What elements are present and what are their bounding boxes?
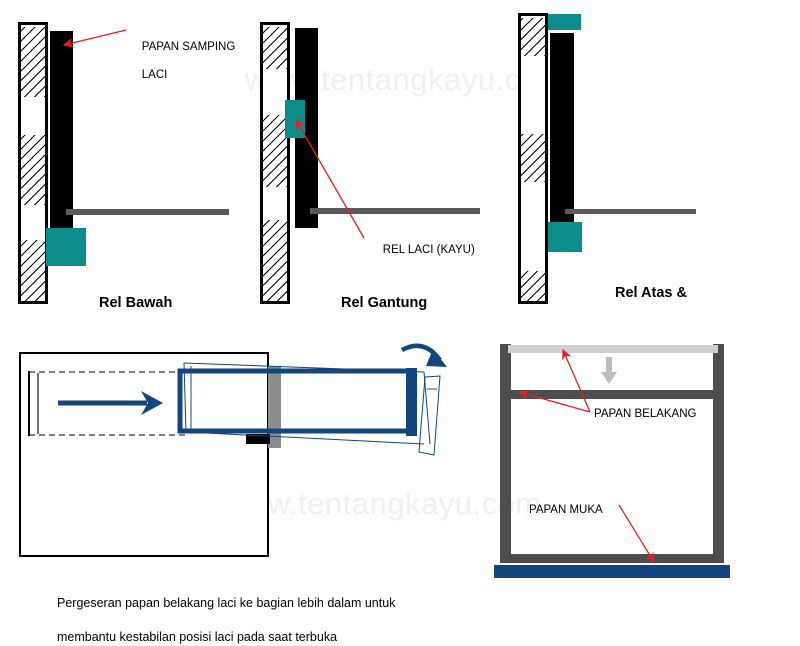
annotation-rel-laci-kayu: REL LACI (KAYU) [370, 229, 475, 271]
hatch-pattern [263, 27, 287, 69]
watermark-bottom: www.tentangkayu.com [222, 486, 542, 521]
leader-line-papan-samping-laci [62, 29, 127, 48]
label-papan-belakang: PAPAN BELAKANG [594, 408, 697, 420]
cabinet-right-stile [713, 344, 724, 562]
annotation-line-1: PAPAN SAMPING [141, 41, 236, 53]
drawer-front-leaf-outline [418, 375, 441, 456]
cabinet-side-panel-2 [260, 22, 290, 304]
cabinet-side-panel-1 [18, 22, 48, 304]
drawer-side-board-3 [550, 33, 574, 223]
hatch-pattern [21, 135, 45, 205]
hatch-pattern [263, 220, 287, 301]
drawer-stop-block [246, 434, 270, 444]
cabinet-plan-outline [19, 352, 269, 557]
cabinet-left-stile [500, 344, 511, 562]
cabinet-middle-rail [508, 390, 716, 399]
hatch-pattern [263, 115, 287, 187]
annotation-line-1: REL LACI (KAYU) [382, 244, 475, 256]
rail-block-bottom-1 [46, 228, 86, 266]
rail-line-2 [310, 208, 480, 214]
hatch-pattern [521, 18, 545, 56]
rotation-arrow [400, 343, 447, 367]
cabinet-top-board [508, 345, 718, 353]
rail-block-bottom-3 [548, 222, 582, 252]
diagram-canvas: www.tentangkayu.com PAPAN SAMPING LACI R… [18, 13, 730, 644]
rail-block-hanging-2 [285, 100, 305, 138]
panel-title-rel-gantung: Rel Gantung [341, 295, 428, 311]
hatch-pattern [521, 134, 545, 182]
insert-direction-arrow [601, 357, 617, 384]
leader-line-papan-belakang-top [562, 348, 591, 413]
hatch-pattern [21, 27, 45, 97]
watermark-top: www.tentangkayu.com [245, 62, 565, 97]
caption-line-2: membantu kestabilan posisi laci pada saa… [57, 630, 338, 644]
hatch-pattern [21, 240, 45, 301]
rail-block-top-3 [548, 14, 581, 30]
label-papan-muka: PAPAN MUKA [529, 504, 603, 516]
annotation-papan-samping-laci: PAPAN SAMPING LACI [129, 26, 236, 96]
drawer-side-board-1 [50, 31, 73, 236]
cabinet-side-panel-3 [518, 13, 548, 304]
panel-title-rel-bawah: Rel Bawah [99, 295, 173, 311]
plan-view-caption: Pergeseran papan belakang laci ke bagian… [57, 578, 487, 646]
annotation-line-2: LACI [141, 69, 168, 81]
panel-title-rel-atas: Rel Atas & [615, 285, 687, 301]
rail-line-1 [66, 209, 229, 215]
caption-line-1: Pergeseran papan belakang laci ke bagian… [57, 596, 396, 610]
cabinet-base-board [494, 565, 730, 578]
cabinet-bottom-rail [500, 554, 724, 563]
rail-line-3 [565, 209, 696, 214]
hatch-pattern [521, 271, 545, 301]
